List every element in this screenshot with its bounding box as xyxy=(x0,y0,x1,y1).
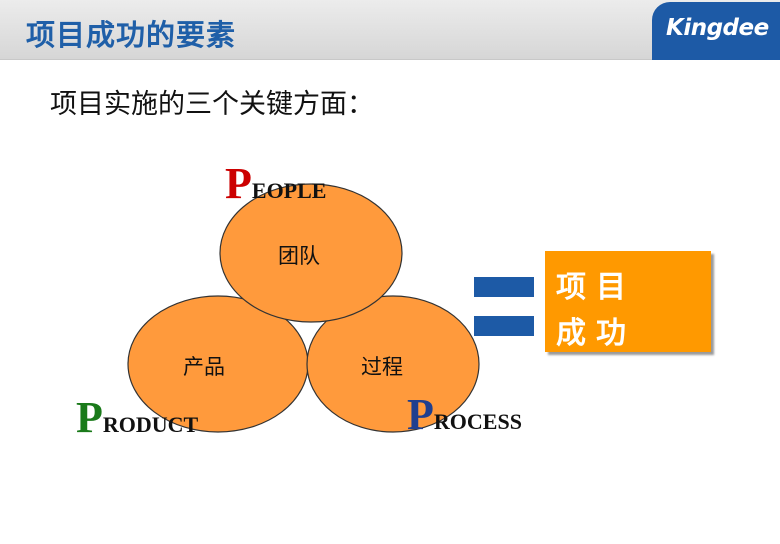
product-rest: RODUCT xyxy=(102,412,199,437)
people-rest: EOPLE xyxy=(251,178,327,203)
product-label: PRODUCT xyxy=(76,392,198,443)
circle-people xyxy=(219,183,403,323)
circle-label-product: 产品 xyxy=(183,355,225,379)
product-initial: P xyxy=(76,393,103,442)
kingdee-logo-text: Kingdee xyxy=(666,15,769,41)
header-bar xyxy=(0,0,780,60)
equals-bar-bottom xyxy=(474,316,534,336)
result-box xyxy=(545,251,711,352)
process-initial: P xyxy=(407,390,434,439)
people-label: PEOPLE xyxy=(225,158,326,209)
circle-label-people: 团队 xyxy=(278,244,320,268)
people-initial: P xyxy=(225,159,252,208)
process-label: PROCESS xyxy=(407,389,522,440)
result-line-2: 成功 xyxy=(556,316,636,351)
circle-process xyxy=(306,295,480,433)
slide-title: 项目成功的要素 xyxy=(26,18,237,52)
circle-label-process: 过程 xyxy=(361,355,403,379)
equals-bar-top xyxy=(474,277,534,297)
process-rest: ROCESS xyxy=(433,409,522,434)
kingdee-logo xyxy=(652,2,780,60)
subtitle: 项目实施的三个关键方面： xyxy=(50,89,374,120)
result-line-1: 项目 xyxy=(556,270,636,305)
